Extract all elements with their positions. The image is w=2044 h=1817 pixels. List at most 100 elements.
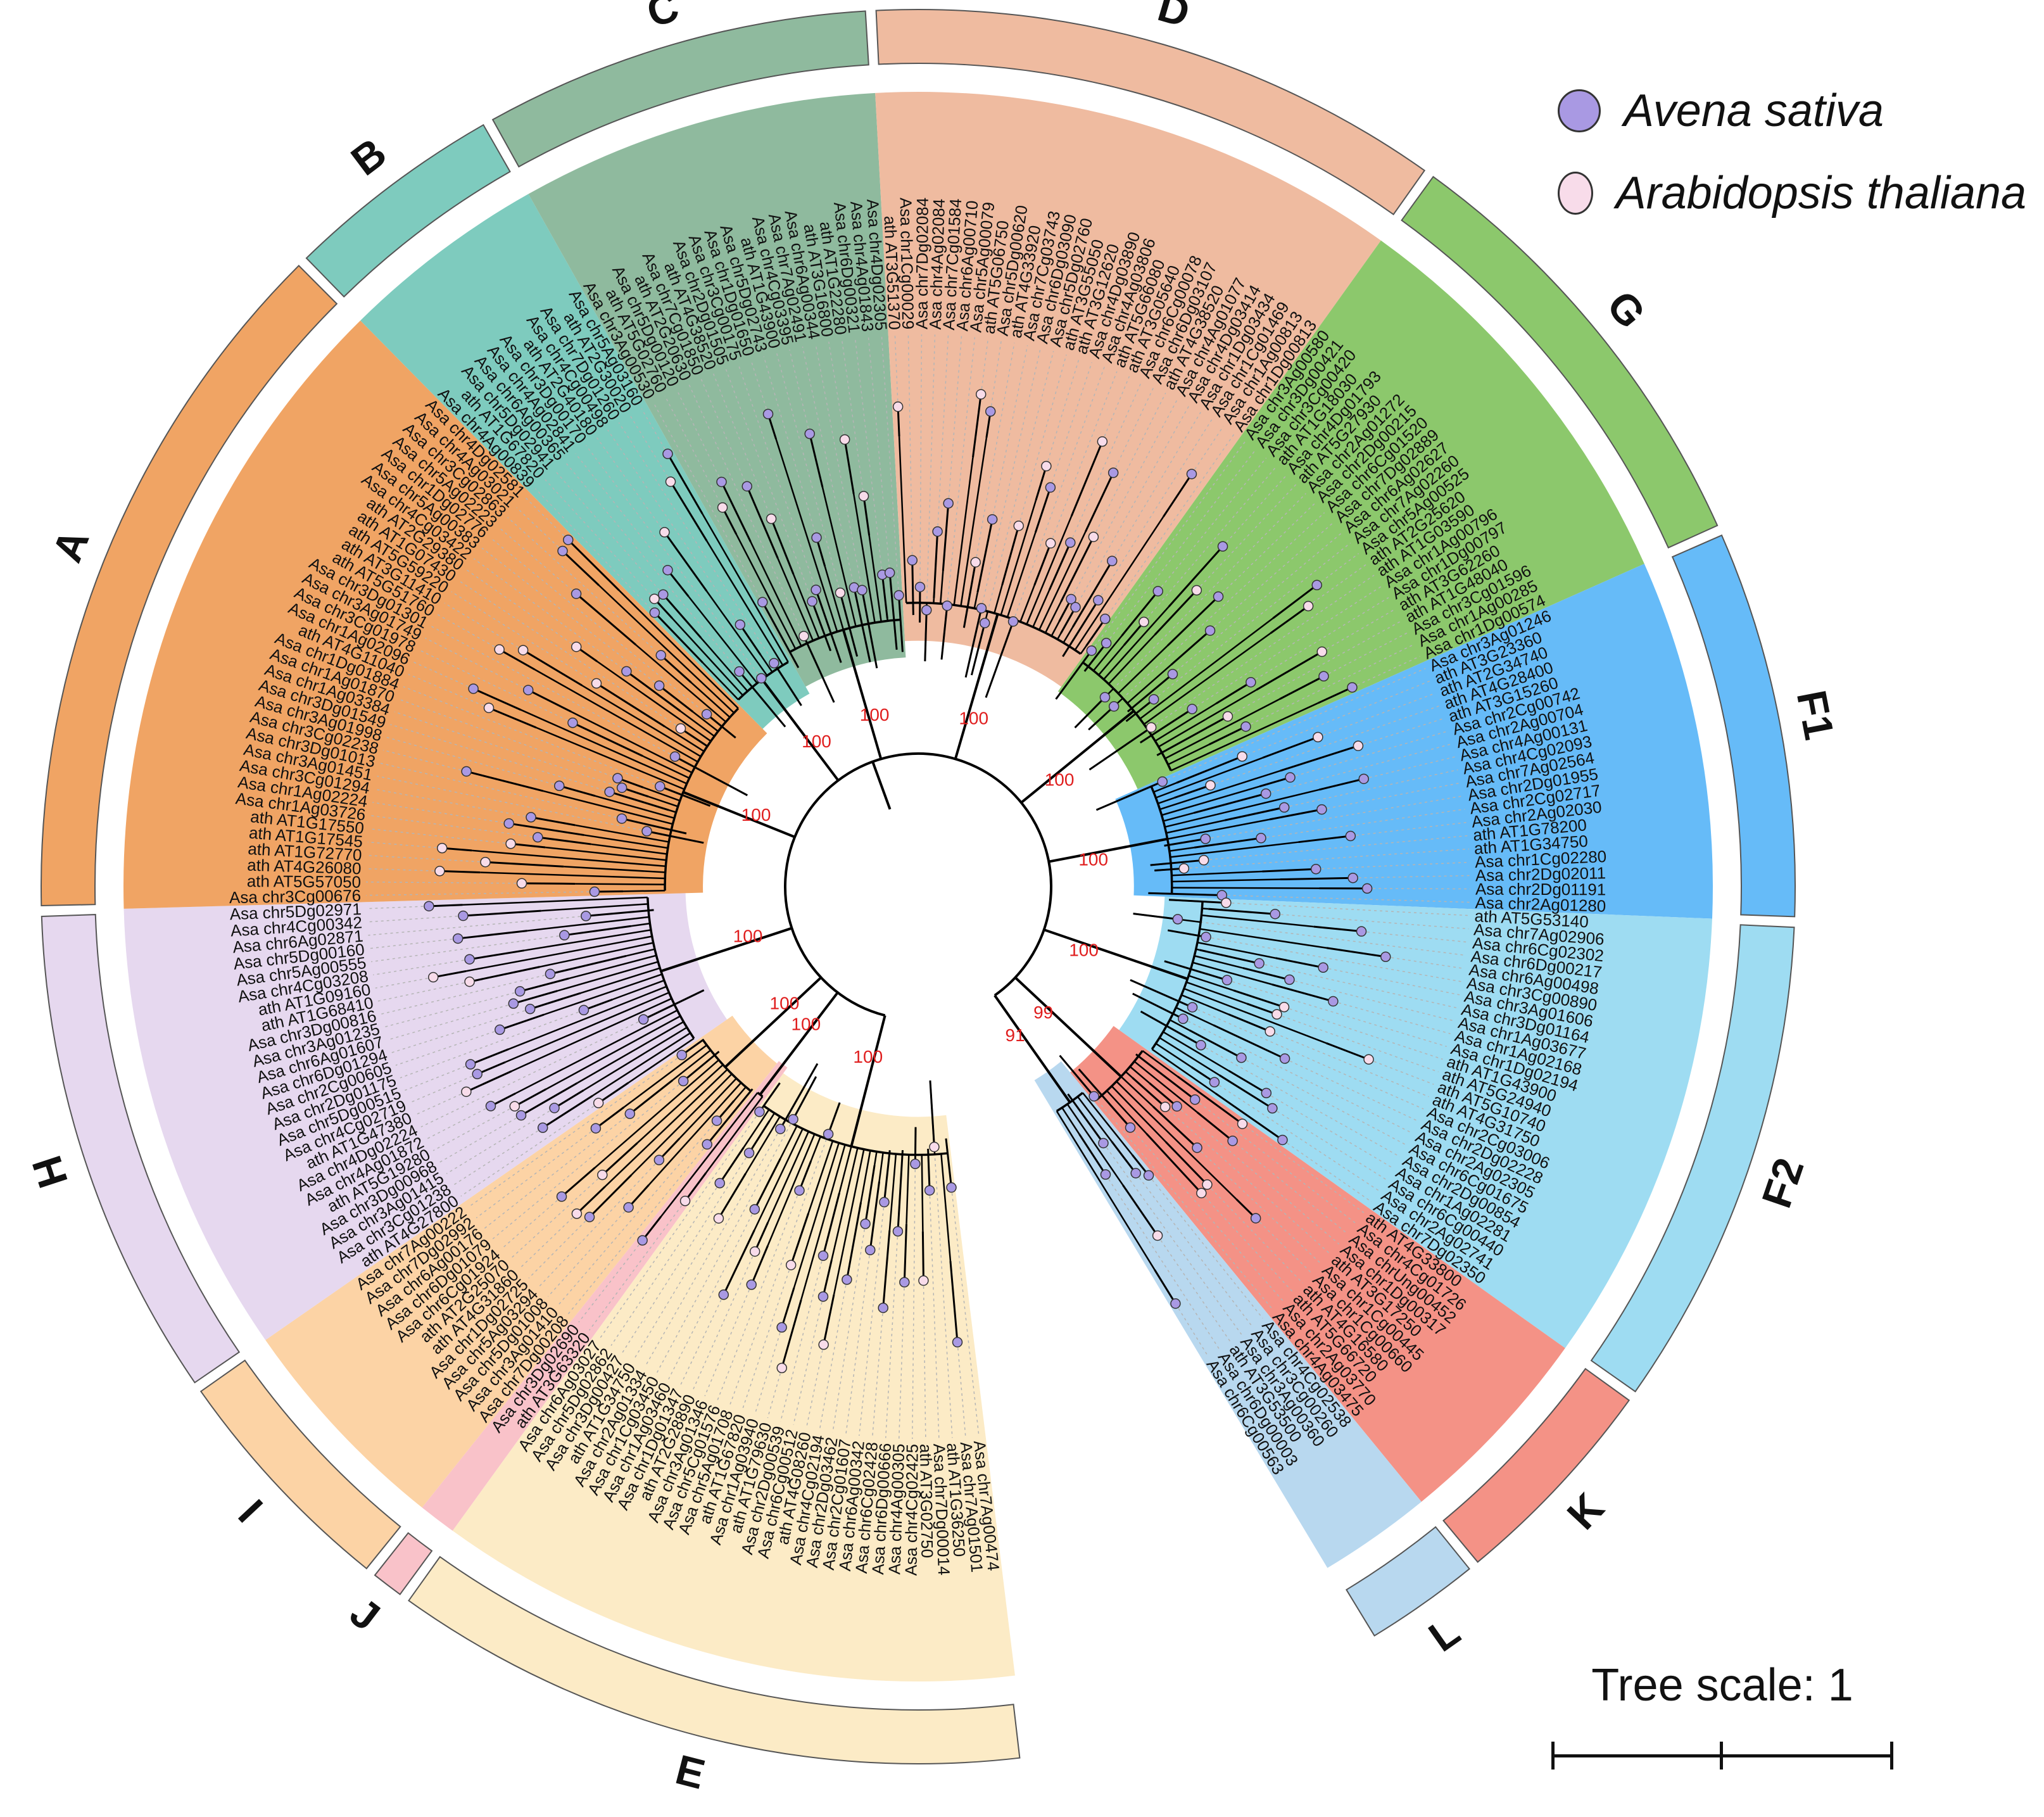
internal-branch	[623, 1044, 707, 1108]
internal-branch	[705, 1096, 764, 1174]
leaf-guide	[859, 1202, 885, 1436]
leaf-guide	[545, 479, 655, 600]
avena-leaf-marker	[485, 1101, 496, 1111]
internal-branch	[838, 1146, 852, 1193]
leaf-guide	[1358, 718, 1444, 747]
leaf-guide	[1275, 913, 1469, 930]
leaf-branch	[629, 1079, 674, 1115]
internal-branch	[612, 979, 665, 1001]
avena-leaf-marker	[658, 589, 669, 600]
internal-branch	[940, 604, 949, 660]
leaf-branch	[472, 688, 522, 711]
avena-leaf-marker	[1130, 1168, 1141, 1179]
avena-leaf-marker	[1227, 1136, 1238, 1146]
leaf-branch	[1152, 1105, 1198, 1149]
internal-branch	[821, 487, 857, 627]
leaf-label: ath AT5G57050	[247, 871, 361, 892]
avena-leaf-marker	[946, 1182, 957, 1193]
avena-leaf-marker	[616, 782, 628, 794]
leaf-branch	[933, 531, 939, 598]
leaf-branch	[1121, 590, 1159, 636]
leaf-guide	[1192, 1006, 1424, 1110]
internal-branch	[591, 843, 667, 855]
internal-branch	[527, 916, 650, 932]
avena-leaf-marker	[878, 1302, 888, 1314]
leaf-guide	[926, 334, 936, 611]
avena-leaf-marker	[1178, 1013, 1189, 1024]
leaf-branch	[488, 707, 537, 729]
clade-stem	[683, 790, 795, 839]
avena-leaf-marker	[1065, 537, 1076, 548]
leaf-branch	[882, 1230, 891, 1308]
leaf-guide	[885, 1231, 899, 1438]
arabidopsis-leaf-marker	[1191, 585, 1202, 596]
avena-leaf-marker	[952, 1337, 963, 1348]
avena-leaf-marker	[655, 650, 666, 661]
leaf-guide	[510, 1174, 603, 1260]
internal-branch	[660, 1092, 759, 1217]
leaf-branch	[971, 394, 982, 458]
avena-leaf-marker	[424, 901, 434, 912]
internal-branch	[1061, 1107, 1080, 1135]
arabidopsis-leaf-marker	[1271, 1009, 1282, 1020]
internal-branch	[973, 592, 979, 609]
leaf-label: ath AT4G26080	[247, 856, 362, 878]
bootstrap-label: 100	[853, 1047, 883, 1067]
leaf-branch	[667, 453, 703, 514]
clade-i-background	[265, 1015, 778, 1508]
internal-branch	[1148, 892, 1172, 895]
bootstrap-label: 99	[1033, 1003, 1053, 1022]
avena-leaf-marker	[584, 1212, 595, 1222]
avena-leaf-marker	[1318, 962, 1328, 973]
avena-leaf-marker	[1045, 482, 1056, 493]
leaf-guide	[1050, 362, 1092, 488]
arabidopsis-leaf-marker	[1221, 897, 1232, 908]
leaf-branch	[798, 1160, 812, 1191]
leaf-branch	[1313, 925, 1362, 933]
leaf-guide	[379, 763, 622, 820]
arabidopsis-leaf-marker	[858, 491, 869, 502]
arabidopsis-leaf-marker	[749, 1246, 760, 1257]
internal-branch	[1158, 689, 1257, 748]
internal-branch	[1197, 941, 1276, 959]
internal-branch	[1088, 729, 1149, 771]
leaf-branch	[1033, 543, 1052, 586]
leaf-branch	[1173, 784, 1211, 799]
internal-branch	[721, 726, 736, 738]
leaf-branch	[598, 1082, 629, 1104]
avena-leaf-marker	[865, 1244, 876, 1255]
internal-branch	[861, 624, 871, 662]
internal-branch	[1076, 1096, 1113, 1143]
internal-branch	[733, 1086, 747, 1101]
leaf-guide	[629, 415, 671, 482]
leaf-guide	[1070, 398, 1178, 600]
clade-backgrounds	[123, 92, 1713, 1681]
arabidopsis-leaf-marker	[665, 476, 676, 487]
avena-leaf-marker	[1240, 721, 1251, 732]
arabidopsis-leaf-marker	[1353, 740, 1364, 751]
leaf-guide	[367, 841, 443, 849]
avena-leaf-marker	[893, 590, 904, 601]
leaf-guide	[519, 1213, 577, 1269]
clade-c-ring	[491, 10, 869, 168]
leaf-guide	[492, 1080, 684, 1239]
clade-label-f1: F1	[1788, 687, 1843, 744]
internal-branch	[541, 903, 648, 912]
leaf-branch	[897, 1150, 904, 1232]
leaf-branch	[750, 1244, 769, 1286]
avena-leaf-marker	[589, 886, 600, 897]
leaf-branch	[1164, 838, 1206, 847]
avena-leaf-marker	[669, 751, 681, 762]
internal-branch	[1111, 1086, 1166, 1143]
internal-branch	[539, 942, 653, 968]
internal-branch	[536, 726, 685, 790]
leaf-branch	[1067, 1093, 1104, 1144]
leaf-branch	[508, 822, 584, 837]
leaf-guide	[1045, 358, 1080, 467]
leaf-guide	[1175, 1303, 1209, 1357]
internal-branch	[1150, 862, 1171, 866]
arabidopsis-leaf-marker	[509, 1101, 520, 1112]
clade-a-background	[123, 320, 767, 909]
internal-branch	[1202, 908, 1209, 910]
